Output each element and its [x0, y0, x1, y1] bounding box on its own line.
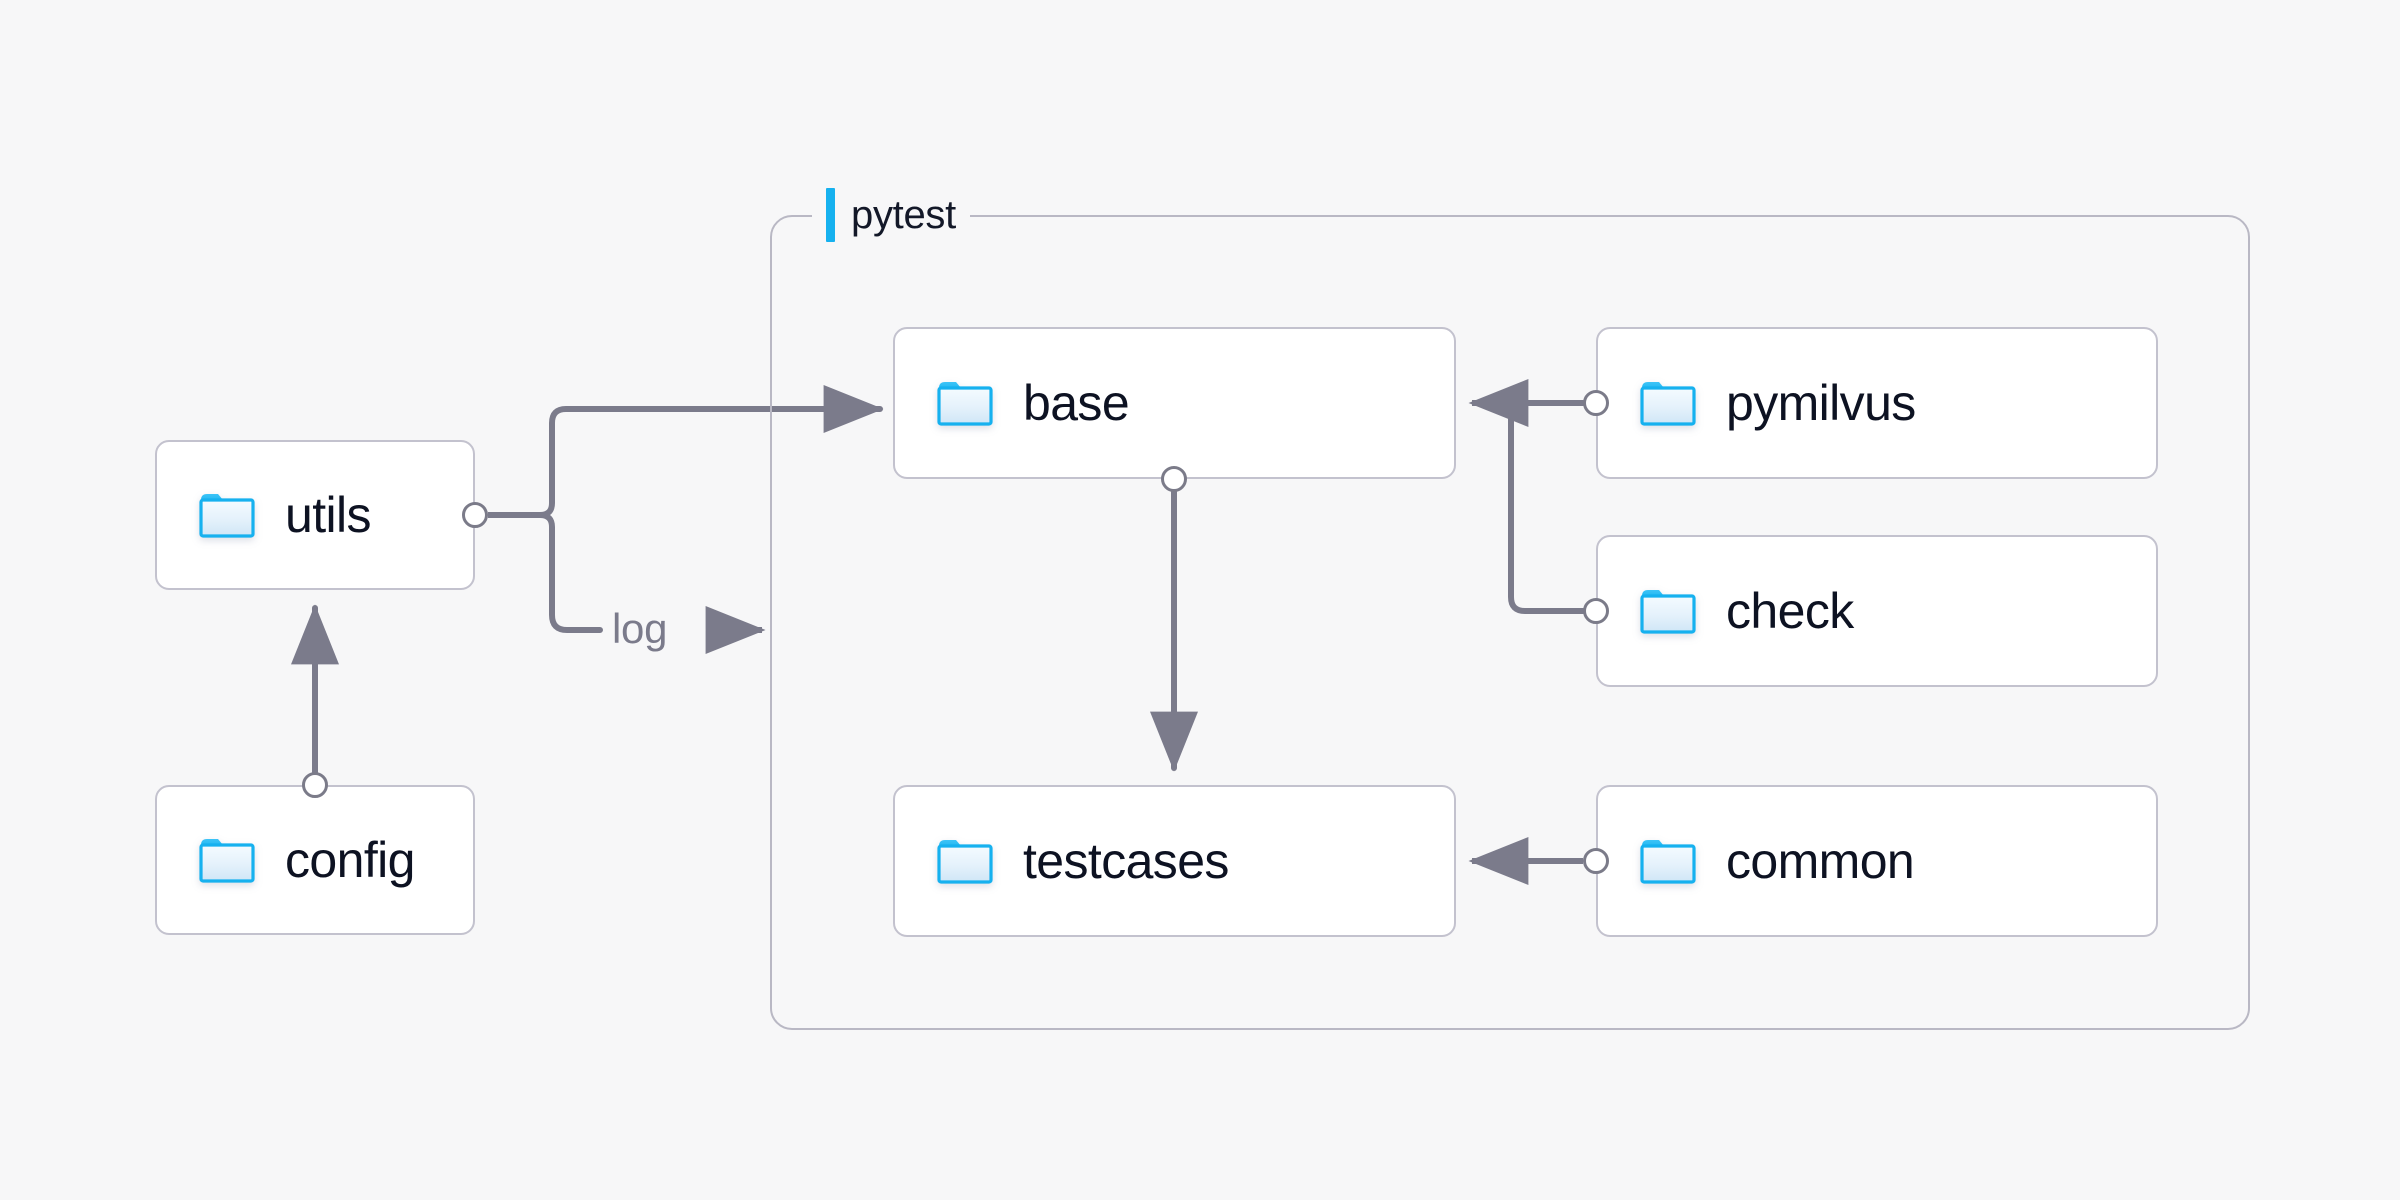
port-config-top[interactable] [302, 772, 328, 798]
folder-icon [1640, 379, 1696, 427]
node-label: utils [285, 487, 372, 543]
folder-icon [1640, 587, 1696, 635]
node-common[interactable]: common [1596, 785, 2158, 937]
folder-icon [1640, 837, 1696, 885]
node-label: config [285, 832, 415, 888]
folder-icon [199, 491, 255, 539]
node-label: testcases [1023, 833, 1229, 889]
group-accent-bar [826, 188, 835, 242]
node-config[interactable]: config [155, 785, 475, 935]
port-base-bottom[interactable] [1161, 466, 1187, 492]
folder-icon [937, 379, 993, 427]
edge-label-log: log [604, 608, 676, 650]
node-label: common [1726, 833, 1915, 889]
node-check[interactable]: check [1596, 535, 2158, 687]
group-pytest-label: pytest [812, 188, 970, 242]
node-label: pymilvus [1726, 375, 1916, 431]
port-check-left[interactable] [1583, 598, 1609, 624]
node-label: base [1023, 375, 1130, 431]
port-utils-right[interactable] [462, 502, 488, 528]
port-common-left[interactable] [1583, 848, 1609, 874]
group-pytest[interactable] [770, 215, 2250, 1030]
node-pymilvus[interactable]: pymilvus [1596, 327, 2158, 479]
group-label-text: pytest [851, 193, 956, 237]
folder-icon [937, 837, 993, 885]
port-pymilvus-left[interactable] [1583, 390, 1609, 416]
folder-icon [199, 836, 255, 884]
node-base[interactable]: base [893, 327, 1456, 479]
node-label: check [1726, 583, 1854, 639]
node-testcases[interactable]: testcases [893, 785, 1456, 937]
node-utils[interactable]: utils [155, 440, 475, 590]
